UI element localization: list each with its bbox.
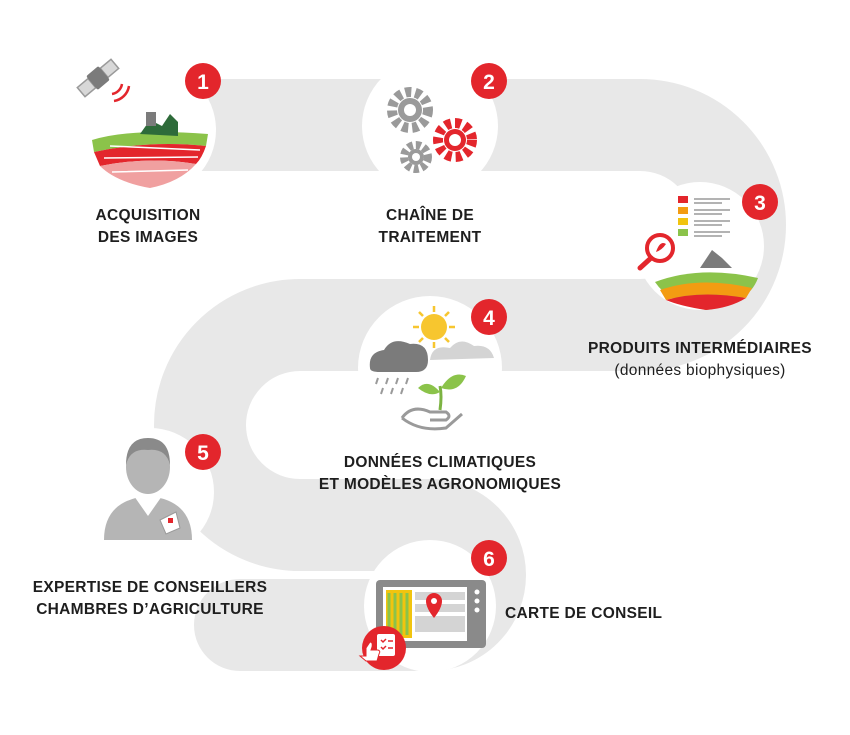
step-label-line2: DES IMAGES [97,229,199,246]
step-badge-number: 4 [483,307,495,330]
step-badge-3: 3 [742,184,778,220]
step-label-line2: (données biophysiques) [614,362,786,379]
analysis-map-icon [637,196,758,310]
advisor-icon [104,438,192,540]
step-label-4: DONNÉES CLIMATIQUES ET MODÈLES AGRONOMIQ… [300,452,580,496]
step-node-4 [358,296,502,440]
step-badge-4: 4 [471,299,507,335]
step-label-line1: PRODUITS INTERMÉDIAIRES [588,340,812,357]
step-badge-1: 1 [185,63,221,99]
step-label-2: CHAÎNE DE TRAITEMENT [345,205,515,249]
step-badge-number: 5 [197,442,209,465]
step-label-line1: DONNÉES CLIMATIQUES [343,454,537,471]
step-badge-2: 2 [471,63,507,99]
step-badge-5: 5 [185,434,221,470]
step-badge-6: 6 [471,540,507,576]
step-label-6: CARTE DE CONSEIL [505,603,695,625]
tablet-map-icon [358,580,486,670]
satellite-field-icon [76,58,210,188]
step-label-line1: CARTE DE CONSEIL [505,605,663,622]
step-badge-number: 3 [754,192,766,215]
step-label-line2: CHAMBRES D’AGRICULTURE [36,601,264,618]
gears-icon [387,87,477,173]
step-badge-number: 6 [483,548,495,571]
step-label-3: PRODUITS INTERMÉDIAIRES (données biophys… [575,338,825,382]
step-badge-number: 1 [197,71,209,94]
step-label-line1: CHAÎNE DE [386,207,474,224]
step-badge-number: 2 [483,71,495,94]
step-label-line1: EXPERTISE DE CONSEILLERS [32,579,268,596]
step-label-5: EXPERTISE DE CONSEILLERS CHAMBRES D’AGRI… [10,577,290,621]
step-label-line2: ET MODÈLES AGRONOMIQUES [318,476,562,493]
step-label-line1: ACQUISITION [95,207,201,224]
step-label-line2: TRAITEMENT [378,229,482,246]
weather-plant-icon [369,306,494,431]
step-label-1: ACQUISITION DES IMAGES [63,205,233,249]
